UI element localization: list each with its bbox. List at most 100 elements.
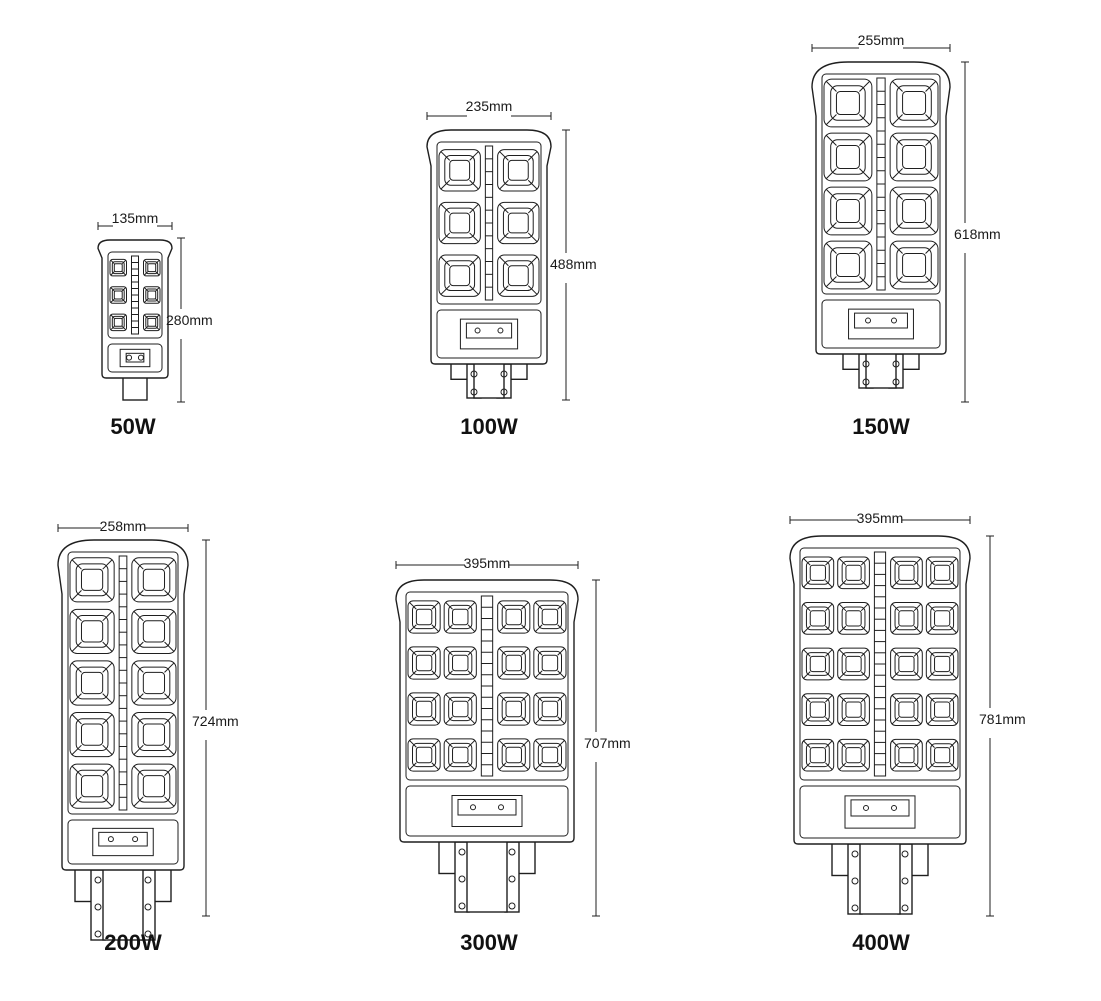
switch-frame xyxy=(92,827,154,857)
led-module xyxy=(837,647,870,681)
lens-edge xyxy=(408,670,417,679)
led-chip xyxy=(113,317,123,327)
lens-edge xyxy=(408,647,417,656)
lens-edge xyxy=(891,134,903,146)
lens-edge xyxy=(534,762,543,771)
led-module xyxy=(801,556,835,590)
lens-edge xyxy=(133,590,144,601)
lens-edge xyxy=(825,740,833,748)
lens-edge xyxy=(121,298,127,303)
lens-edge xyxy=(557,670,566,679)
lens-edge xyxy=(469,256,480,267)
led-module xyxy=(837,693,870,726)
lens-edge xyxy=(825,222,837,234)
led-module xyxy=(131,557,177,603)
mount-pole xyxy=(473,361,505,399)
lens-edge xyxy=(431,716,440,725)
led-chip xyxy=(541,746,559,764)
bolt-hole xyxy=(94,903,102,911)
lamp-300w-height-label: 707mm xyxy=(584,735,631,751)
led-lens xyxy=(841,560,866,585)
lens-edge xyxy=(521,693,529,702)
lens-edge xyxy=(164,744,175,756)
lens-edge xyxy=(164,796,175,807)
switch-screw xyxy=(891,804,897,811)
led-panel xyxy=(107,251,163,339)
led-module xyxy=(407,646,441,680)
bolt-hole xyxy=(508,848,516,856)
led-chip xyxy=(809,610,826,627)
lens-edge xyxy=(825,625,833,634)
led-module xyxy=(69,557,115,603)
bolt-hole xyxy=(458,875,466,883)
led-lens xyxy=(137,666,171,700)
lens-edge xyxy=(155,287,160,292)
led-module xyxy=(69,608,115,654)
lens-edge xyxy=(102,610,113,622)
lens-edge xyxy=(891,580,900,588)
lens-edge xyxy=(860,740,869,748)
lens-edge xyxy=(133,693,144,704)
led-module xyxy=(497,692,531,726)
lens-edge xyxy=(431,762,440,771)
lens-edge xyxy=(949,762,958,771)
led-lens xyxy=(537,604,562,630)
lens-edge xyxy=(521,762,529,771)
lens-edge xyxy=(431,601,440,610)
led-chip xyxy=(541,654,559,672)
lens-edge xyxy=(891,762,900,771)
switch-plate xyxy=(465,322,513,339)
lens-edge xyxy=(431,670,440,679)
lens-edge xyxy=(440,150,451,161)
switch-screw xyxy=(474,327,481,334)
led-module xyxy=(889,132,939,182)
led-lens xyxy=(501,604,526,630)
lamp-300w-drawing xyxy=(395,579,579,913)
lens-edge xyxy=(445,670,453,679)
led-lens xyxy=(894,560,919,585)
lens-edge xyxy=(891,557,900,566)
lens-edge xyxy=(913,694,922,703)
lens-edge xyxy=(469,203,480,214)
lens-edge xyxy=(802,740,811,748)
lens-edge xyxy=(431,647,440,656)
lens-edge xyxy=(431,693,440,702)
led-chip xyxy=(845,564,862,581)
lens-edge xyxy=(927,557,935,566)
led-lens xyxy=(501,650,526,676)
lens-edge xyxy=(925,80,937,92)
bolt-hole xyxy=(892,360,900,368)
lens-edge xyxy=(498,716,507,725)
led-lens xyxy=(444,260,476,292)
led-module xyxy=(801,602,835,635)
led-module xyxy=(533,692,567,726)
lens-edge xyxy=(925,188,937,200)
lens-edge xyxy=(121,271,127,276)
bolt-hole xyxy=(458,848,466,856)
lens-edge xyxy=(133,713,144,725)
lens-edge xyxy=(133,641,144,653)
led-module xyxy=(925,647,959,681)
led-chip xyxy=(845,655,862,673)
lens-edge xyxy=(534,624,543,633)
led-chip xyxy=(113,290,123,300)
led-chip xyxy=(80,723,104,746)
led-lens xyxy=(412,604,437,630)
lens-edge xyxy=(825,694,833,703)
lens-edge xyxy=(557,601,566,610)
lens-edge xyxy=(440,232,451,243)
led-module xyxy=(837,556,870,590)
led-lens xyxy=(841,697,866,722)
lens-edge xyxy=(927,671,935,679)
lens-edge xyxy=(838,716,847,725)
led-lens xyxy=(145,261,159,275)
lamp-50w-width-label: 135mm xyxy=(112,210,159,226)
led-chip xyxy=(80,671,104,695)
led-module xyxy=(69,763,115,809)
lens-edge xyxy=(164,713,175,725)
lamp-400w-power-label: 400W xyxy=(852,930,910,955)
led-lens xyxy=(412,650,437,676)
led-lens xyxy=(805,697,830,722)
lens-edge xyxy=(164,662,175,673)
switch-frame xyxy=(848,308,914,340)
